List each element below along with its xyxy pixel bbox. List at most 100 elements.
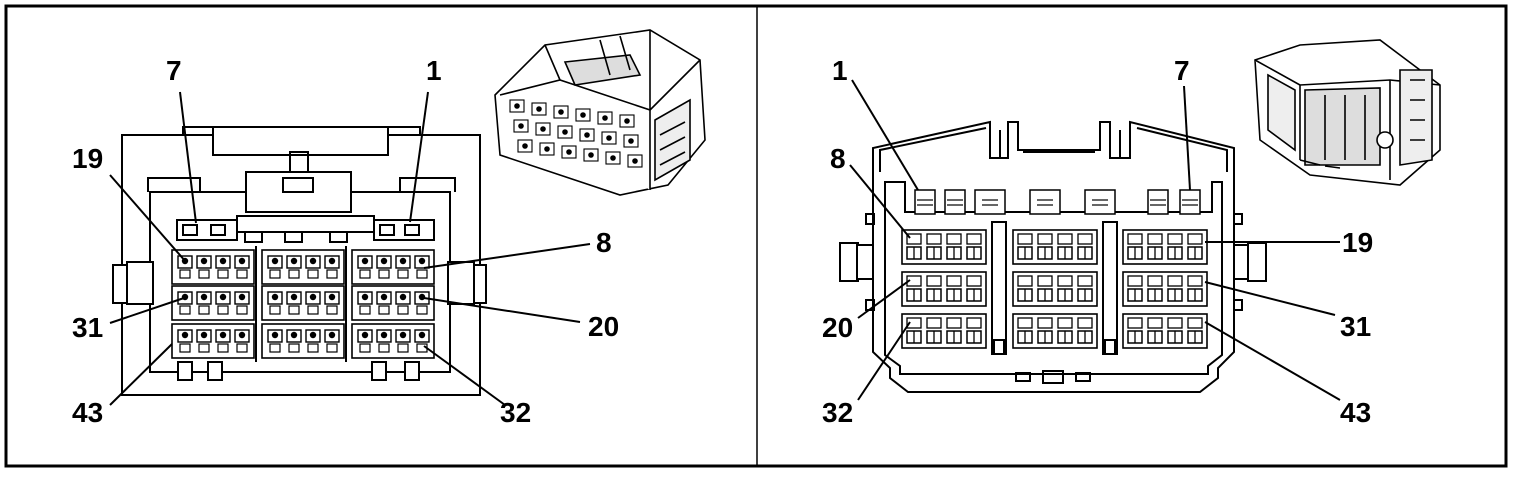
- left-label-19: 19: [72, 143, 103, 174]
- cavity-lock: [217, 305, 229, 315]
- thumb-dot: [628, 138, 634, 144]
- right-label-32: 32: [822, 397, 853, 428]
- left-cavity-grid: [171, 246, 435, 362]
- terminal-dot: [290, 257, 298, 265]
- cavity-lock: [236, 305, 248, 315]
- cavity-lock: [198, 343, 210, 353]
- cavity-lock: [307, 269, 319, 279]
- right-label-8: 8: [830, 143, 846, 174]
- cavity-latch: [906, 233, 922, 245]
- terminal-dot: [361, 331, 369, 339]
- terminal-dot: [290, 293, 298, 301]
- terminal-dot: [418, 293, 426, 301]
- cavity-lock: [217, 343, 229, 353]
- cavity-latch: [1167, 317, 1183, 329]
- terminal-dot: [238, 331, 246, 339]
- right-label-7: 7: [1174, 55, 1190, 86]
- cavity-latch: [1187, 317, 1203, 329]
- cavity-lock: [359, 343, 371, 353]
- cavity-lock: [179, 305, 191, 315]
- top-terminal: [1179, 189, 1201, 215]
- cavity-latch: [1127, 233, 1143, 245]
- cavity-lock: [378, 343, 390, 353]
- terminal-dot: [399, 331, 407, 339]
- cavity-lock: [378, 305, 390, 315]
- cavity-lock: [378, 269, 390, 279]
- thumb-dot: [602, 115, 608, 121]
- cavity-lock: [198, 269, 210, 279]
- cavity-lock: [288, 305, 300, 315]
- thumb-dot: [562, 129, 568, 135]
- left-pin-labels: 7 1 19 8 31 20 43 32: [72, 55, 619, 428]
- left-label-32: 32: [500, 397, 531, 428]
- terminal-dot: [181, 331, 189, 339]
- thumb-dot: [540, 126, 546, 132]
- cavity-latch: [1057, 317, 1073, 329]
- cavity-lock: [416, 269, 428, 279]
- cavity-lock: [288, 269, 300, 279]
- cavity-latch: [946, 317, 962, 329]
- cavity-latch: [1077, 317, 1093, 329]
- cavity-lock: [359, 269, 371, 279]
- cavity-latch: [1017, 275, 1033, 287]
- cavity-latch: [1037, 317, 1053, 329]
- terminal-dot: [219, 293, 227, 301]
- cavity-latch: [966, 233, 982, 245]
- terminal-dot: [361, 257, 369, 265]
- terminal-dot: [361, 293, 369, 301]
- terminal-dot: [200, 293, 208, 301]
- cavity-latch: [1187, 233, 1203, 245]
- cavity-latch: [1147, 275, 1163, 287]
- thumb-dot: [518, 123, 524, 129]
- thumb-dot: [610, 155, 616, 161]
- left-connector-thumbnail: [494, 29, 706, 196]
- terminal-dot: [200, 331, 208, 339]
- cavity-latch: [1147, 233, 1163, 245]
- cavity-latch: [1147, 317, 1163, 329]
- cavity-lock: [326, 343, 338, 353]
- thumb-dot: [606, 135, 612, 141]
- right-label-20: 20: [822, 312, 853, 343]
- thumb-dot: [588, 152, 594, 158]
- cavity-lock: [236, 269, 248, 279]
- cavity-lock: [269, 269, 281, 279]
- cavity-latch: [1127, 317, 1143, 329]
- cavity-lock: [198, 305, 210, 315]
- left-label-1: 1: [426, 55, 442, 86]
- terminal-dot: [418, 257, 426, 265]
- right-label-31: 31: [1340, 311, 1371, 342]
- outer-frame: [4, 4, 1508, 468]
- cavity-latch: [926, 233, 942, 245]
- right-label-1: 1: [832, 55, 848, 86]
- cavity-lock: [288, 343, 300, 353]
- terminal-dot: [219, 257, 227, 265]
- thumb-dot: [558, 109, 564, 115]
- left-label-31: 31: [72, 312, 103, 343]
- right-leader-lines: [849, 79, 1341, 401]
- terminal-dot: [380, 331, 388, 339]
- terminal-dot: [271, 257, 279, 265]
- cavity-lock: [416, 305, 428, 315]
- cavity-latch: [906, 317, 922, 329]
- cavity-lock: [269, 305, 281, 315]
- cavity-lock: [307, 343, 319, 353]
- top-terminal: [914, 189, 936, 215]
- thumb-dot: [566, 149, 572, 155]
- right-label-43: 43: [1340, 397, 1371, 428]
- cavity-lock: [397, 343, 409, 353]
- left-leader-lines: [109, 91, 591, 406]
- cavity-latch: [1017, 233, 1033, 245]
- left-label-43: 43: [72, 397, 103, 428]
- cavity-latch: [1037, 275, 1053, 287]
- terminal-dot: [328, 293, 336, 301]
- cavity-lock: [307, 305, 319, 315]
- thumb-dot: [584, 132, 590, 138]
- left-label-7: 7: [166, 55, 182, 86]
- right-cavity-grid: [901, 229, 1208, 349]
- thumb-dot: [514, 103, 520, 109]
- cavity-latch: [966, 317, 982, 329]
- top-terminal: [1029, 189, 1061, 215]
- cavity-latch: [1187, 275, 1203, 287]
- thumb-dot: [544, 146, 550, 152]
